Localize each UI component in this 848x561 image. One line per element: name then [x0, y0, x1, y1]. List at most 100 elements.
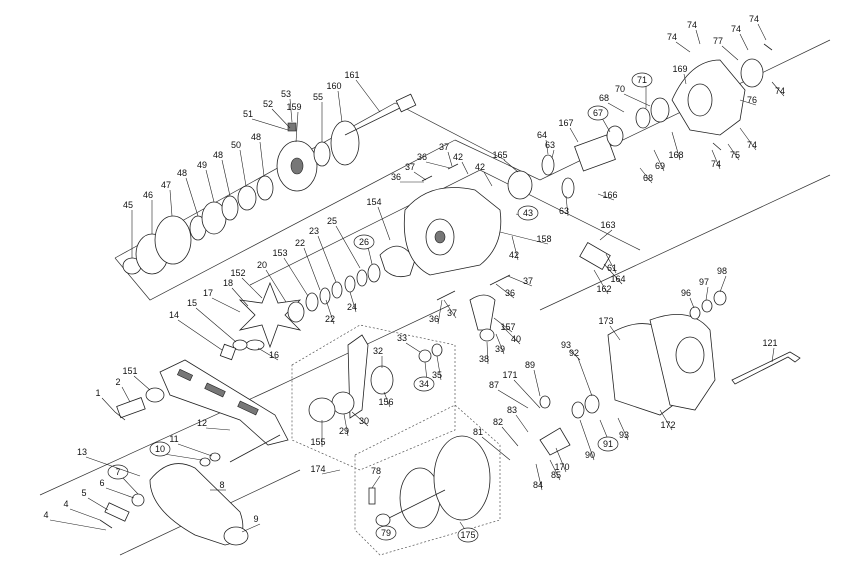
part-label-p32: 32 [373, 346, 383, 356]
leader-line-p67 [601, 117, 611, 133]
leader-line-p68a [607, 102, 625, 113]
part-label-p93b: 93 [619, 430, 629, 440]
spring-63 [561, 177, 575, 199]
screw-37c [489, 274, 511, 286]
part-label-p174: 174 [310, 464, 325, 474]
part-label-p76: 76 [747, 95, 757, 105]
leader-line-p42b [483, 171, 493, 187]
leader-line-p36b [425, 161, 451, 169]
handle-arm [104, 359, 289, 546]
part-circle-p67 [587, 105, 609, 121]
part-label-p91: 91 [603, 439, 613, 449]
part-label-p67: 67 [593, 108, 603, 118]
leader-line-p84 [535, 463, 543, 491]
washer-153 [305, 292, 319, 312]
leader-line-p14 [177, 319, 223, 351]
star-drag-152 [238, 281, 302, 349]
allen-wrench-121 [731, 351, 801, 385]
washer-67 [606, 125, 624, 147]
spool-arbor [384, 489, 446, 521]
part-label-p171: 171 [502, 370, 517, 380]
leader-line-p167 [569, 127, 579, 143]
leader-line-p18 [231, 287, 249, 307]
part-label-p153: 153 [272, 248, 287, 258]
screw-37a [421, 175, 433, 182]
part-label-p6: 6 [99, 478, 104, 488]
part-label-p173: 173 [598, 316, 613, 326]
leader-line-p37d [443, 299, 457, 319]
leader-line-p36d [437, 299, 443, 325]
cap-156 [370, 365, 394, 395]
leader-line-p81 [481, 436, 511, 461]
leader-line-p160 [337, 90, 343, 123]
part-label-p152: 152 [230, 268, 245, 278]
right-side-plate [579, 58, 764, 270]
leader-line-p164 [603, 263, 623, 285]
part-label-p74d: 74 [749, 14, 759, 24]
drive-gear-group [122, 93, 417, 275]
leader-line-p70 [623, 93, 651, 107]
part-label-p70: 70 [615, 84, 625, 94]
part-label-p74e: 74 [775, 86, 785, 96]
leader-line-p74g [711, 149, 721, 170]
leader-line-p74a [675, 41, 691, 53]
screw-74b [763, 43, 773, 51]
leader-line-p9 [241, 523, 261, 533]
pawl-170 [539, 427, 571, 456]
handle-nut-151 [145, 387, 165, 403]
leader-line-p64 [545, 139, 549, 155]
part-label-p36a: 36 [391, 172, 401, 182]
washer-25 [356, 269, 368, 287]
leader-line-p1 [101, 397, 116, 413]
leader-line-p165 [503, 159, 519, 173]
part-label-p4b: 4 [43, 510, 48, 520]
part-label-p157: 157 [500, 322, 515, 332]
leader-line-p22b [325, 299, 335, 325]
washer-10 [199, 457, 211, 467]
leader-line-p169 [683, 73, 687, 85]
part-label-p12: 12 [197, 418, 207, 428]
leader-line-p174 [321, 469, 341, 475]
leader-line-p4b [49, 519, 107, 531]
ring-155 [308, 397, 336, 423]
leader-line-p166 [597, 193, 615, 201]
part-label-p37c: 37 [523, 276, 533, 286]
leader-line-p74b [695, 29, 701, 45]
handle-slot-1 [176, 368, 194, 382]
part-label-p36b: 36 [417, 152, 427, 162]
washer-48c [256, 175, 274, 201]
leader-line-p75 [727, 143, 740, 161]
part-label-p84: 84 [533, 480, 543, 490]
part-label-p155: 155 [310, 437, 325, 447]
screw-plate-2 [116, 397, 146, 419]
part-number-labels: 1244567891011121314151617182022222324252… [43, 14, 785, 543]
leader-line-p68b [639, 167, 653, 184]
leader-line-p93b [617, 417, 629, 441]
washer-48b [221, 195, 239, 221]
leader-line-p35 [436, 355, 442, 381]
part-label-p87: 87 [489, 380, 499, 390]
leader-line-p37c [507, 275, 533, 287]
screw-37b [447, 163, 459, 170]
washer-24 [344, 275, 356, 293]
part-label-p24: 24 [347, 302, 357, 312]
leader-line-p26 [367, 246, 373, 265]
part-label-p79: 79 [381, 528, 391, 538]
part-label-p161: 161 [344, 70, 359, 80]
leader-line-p2 [121, 386, 131, 403]
part-label-p43: 43 [523, 208, 533, 218]
shaft-end-161 [395, 93, 417, 113]
part-label-p35: 35 [432, 370, 442, 380]
leader-line-p12 [205, 427, 231, 431]
part-label-p55: 55 [313, 92, 323, 102]
part-label-p22a: 22 [295, 238, 305, 248]
leader-line-p23 [317, 235, 337, 283]
leader-line-p63b [565, 195, 569, 217]
part-label-p74a: 74 [667, 32, 677, 42]
leader-line-p11 [177, 443, 213, 457]
pin-78 [368, 487, 376, 505]
washer-55 [313, 141, 331, 167]
part-label-p164: 164 [610, 274, 625, 284]
pinion-165 [507, 170, 533, 200]
